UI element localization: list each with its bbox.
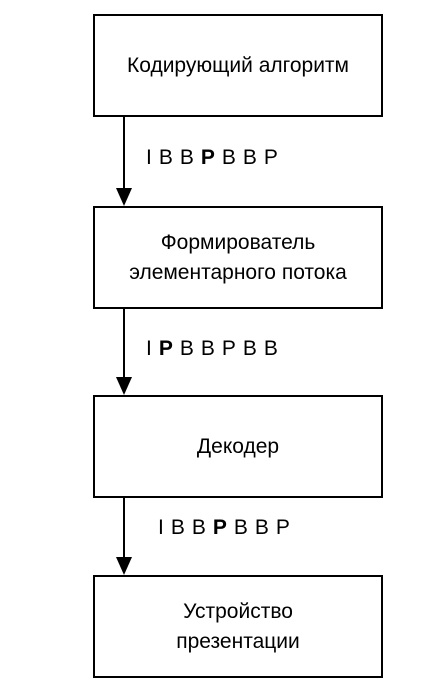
decoder-block: Декодер [93,395,383,498]
frame-type-b: B [170,516,188,539]
frame-type-p: P [221,337,239,360]
frame-type-p: P [158,337,176,360]
stream-formatter-block: Формирователь элементарного потока [93,206,383,309]
frame-type-b: B [191,516,209,539]
frame-type-b: B [200,337,218,360]
arrow-formatter-to-decoder [116,309,132,395]
formatter-label-line-2: элементарного потока [129,260,347,284]
frame-type-p: P [200,146,218,169]
frame-type-i: I [146,146,155,169]
arrow-decoder-to-presentation [116,498,132,575]
frame-type-p: P [263,146,281,169]
frame-type-i: I [146,337,155,360]
frame-type-b: B [233,516,251,539]
frame-type-b: B [242,146,260,169]
frame-type-p: P [275,516,293,539]
frame-type-b: B [254,516,272,539]
arrow-encoder-to-formatter [116,117,132,206]
presentation-device-block: Устройство презентации [93,575,383,678]
presentation-label-line-2: презентации [176,629,300,653]
presentation-label-line-1: Устройство [183,599,293,623]
frame-type-b: B [242,337,260,360]
frame-type-b: B [179,146,197,169]
encoder-block: Кодирующий алгоритм [93,14,383,117]
frame-type-b: B [221,146,239,169]
frame-type-i: I [158,516,167,539]
formatter-label-line-1: Формирователь [160,230,316,254]
decoder-label: Декодер [196,434,280,458]
frame-type-b: B [263,337,281,360]
frame-type-p: P [212,516,230,539]
encoder-label: Кодирующий алгоритм [127,53,349,77]
frame-type-b: B [179,337,197,360]
frame-type-b: B [158,146,176,169]
